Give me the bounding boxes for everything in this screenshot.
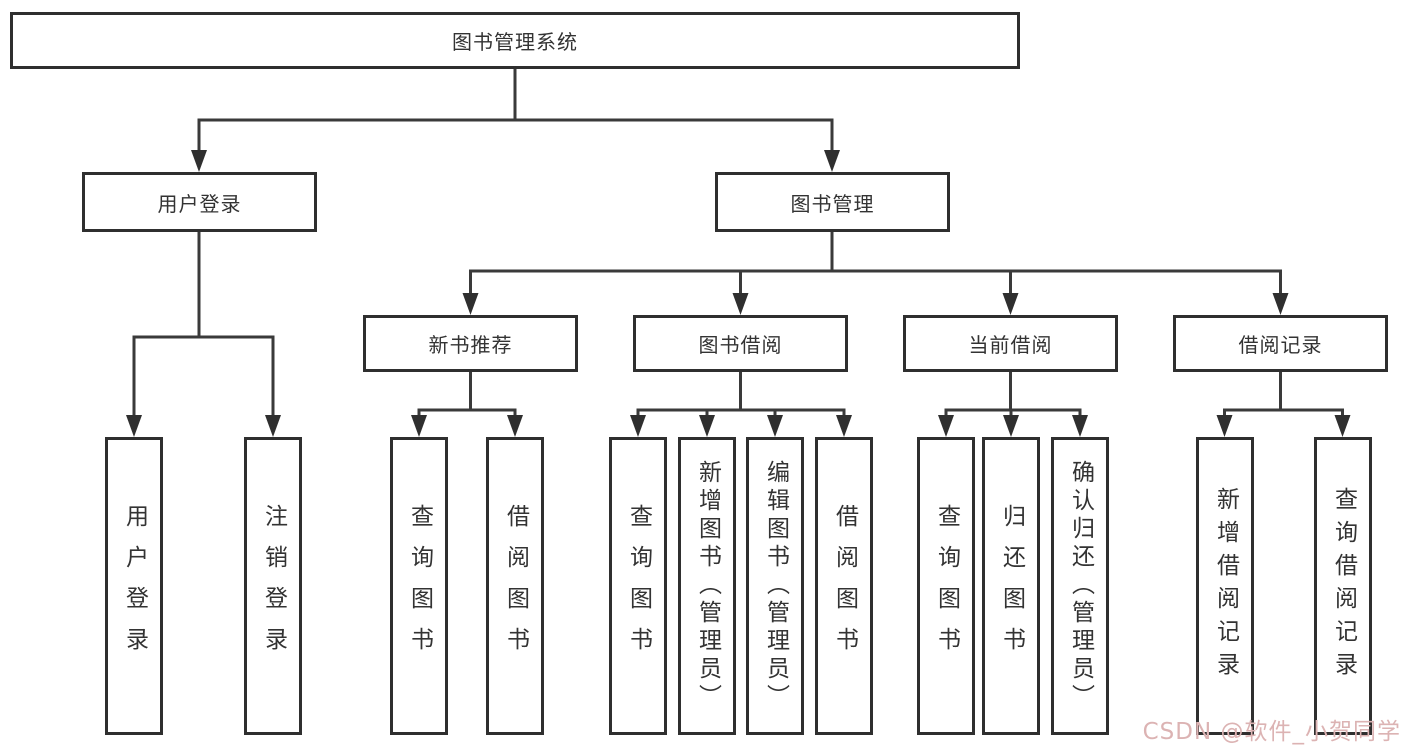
- node-label: 图书管理: [790, 191, 875, 216]
- node-label: 新书推荐: [428, 333, 513, 357]
- node-label: 用户登录: [157, 191, 242, 216]
- leaf-add-borrow-record: 新增借阅记录: [1196, 437, 1254, 735]
- leaf-return-books: 归还图书: [982, 437, 1040, 735]
- leaf-user-login: 用户登录: [105, 437, 163, 735]
- node-borrow-records: 借阅记录: [1173, 315, 1388, 372]
- node-label: 图书管理系统: [452, 30, 578, 54]
- leaf-label: 编辑图书（管理员）: [762, 460, 789, 712]
- node-library-management-system: 图书管理系统: [10, 12, 1020, 69]
- leaf-query-books-recommend: 查询图书: [390, 437, 448, 735]
- leaf-label: 注销登录: [260, 504, 287, 668]
- node-label: 图书借阅: [698, 333, 783, 357]
- csdn-watermark: CSDN @软件_小贺同学: [1142, 719, 1401, 745]
- leaf-query-borrow-record: 查询借阅记录: [1314, 437, 1372, 735]
- node-user-login: 用户登录: [82, 172, 317, 232]
- leaf-label: 查询图书: [933, 504, 960, 668]
- leaf-label: 归还图书: [998, 504, 1025, 668]
- node-label: 借阅记录: [1238, 333, 1323, 357]
- node-label: 当前借阅: [968, 333, 1053, 357]
- leaf-label: 查询图书: [406, 504, 433, 668]
- leaf-label: 新增图书（管理员）: [694, 460, 721, 712]
- leaf-borrow-books: 借阅图书: [815, 437, 873, 735]
- leaf-label: 查询借阅记录: [1330, 487, 1357, 685]
- leaf-edit-books-admin: 编辑图书（管理员）: [746, 437, 804, 735]
- node-new-book-recommend: 新书推荐: [363, 315, 578, 372]
- leaf-label: 新增借阅记录: [1212, 487, 1239, 685]
- node-current-borrow: 当前借阅: [903, 315, 1118, 372]
- leaf-confirm-return-admin: 确认归还（管理员）: [1051, 437, 1109, 735]
- leaf-label: 用户登录: [121, 504, 148, 668]
- leaf-query-books-borrow: 查询图书: [609, 437, 667, 735]
- node-book-management: 图书管理: [715, 172, 950, 232]
- leaf-label: 借阅图书: [831, 504, 858, 668]
- leaf-borrow-books-recommend: 借阅图书: [486, 437, 544, 735]
- leaf-label: 查询图书: [625, 504, 652, 668]
- leaf-label: 借阅图书: [502, 504, 529, 668]
- leaf-logout: 注销登录: [244, 437, 302, 735]
- leaf-add-books-admin: 新增图书（管理员）: [678, 437, 736, 735]
- leaf-label: 确认归还（管理员）: [1067, 460, 1094, 712]
- leaf-query-books-current: 查询图书: [917, 437, 975, 735]
- node-book-borrow: 图书借阅: [633, 315, 848, 372]
